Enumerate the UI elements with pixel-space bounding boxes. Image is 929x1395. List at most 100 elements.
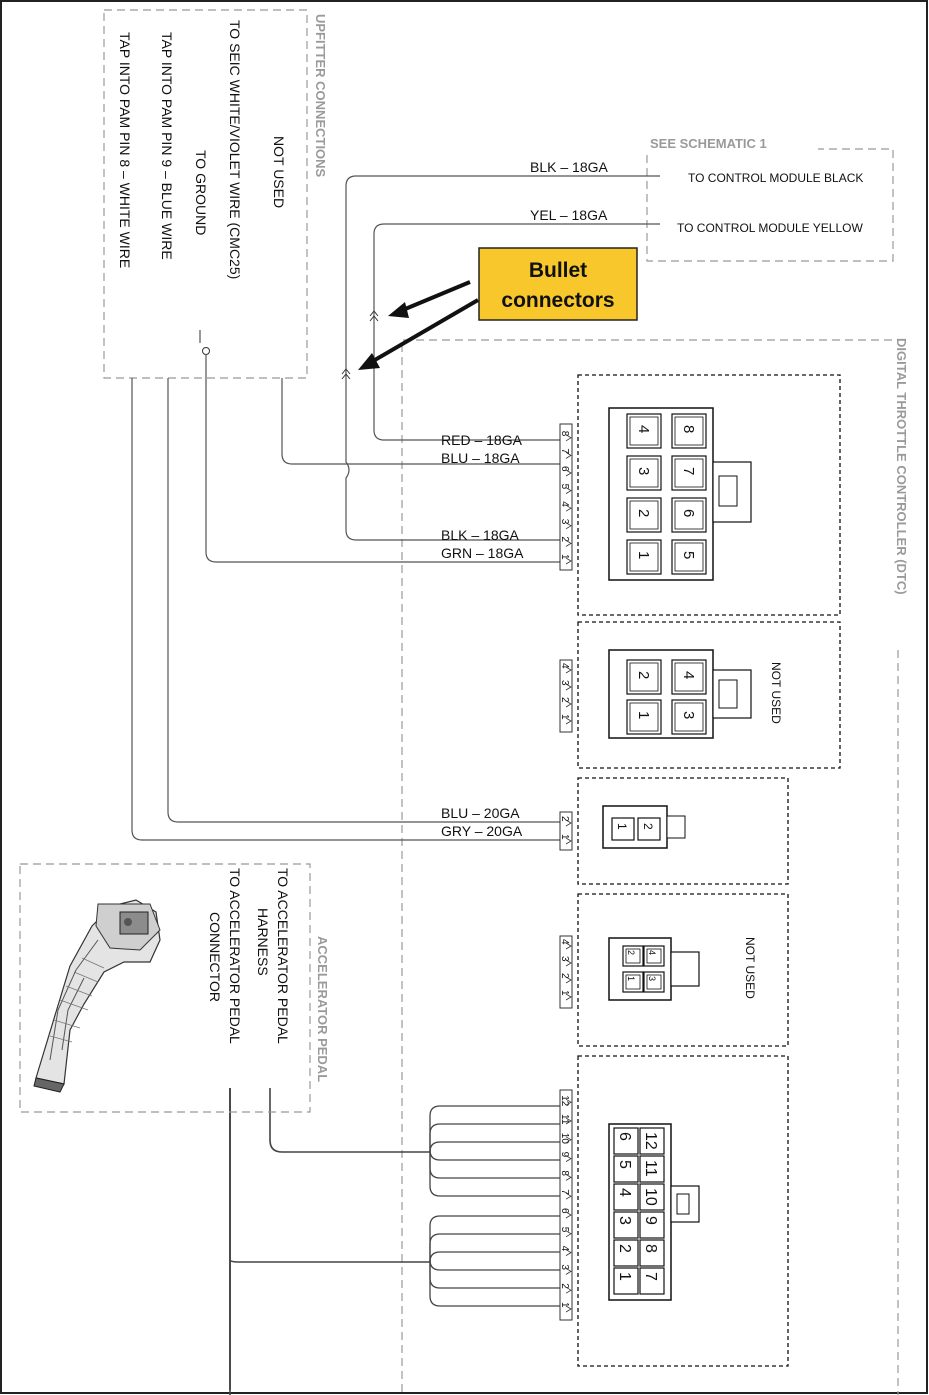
harness-wire [429,1123,560,1152]
connector-8pin-pin-label: 5 [559,484,570,490]
upfitter-item-seic: TO SEIC WHITE/VIOLET WIRE (CMC25) [227,20,243,279]
accelerator-harness-wires [229,1088,560,1390]
connector-12pin-cell-number: 6 [616,1132,633,1141]
svg-text:UPFITTER CONNECTIONS: UPFITTER CONNECTIONS [313,14,328,178]
harness-wire [429,1152,560,1179]
connector-12pin-cell [613,1239,639,1267]
connector-4pin-b-cell [643,945,665,967]
connector-4pin-b-cell-number: 4 [647,950,657,955]
connector-8pin-pin-label: 6 [559,466,570,472]
connector-4pin-a-cell-number: 1 [635,711,652,719]
connector-8pin-cell [626,413,662,449]
connector-4pin-a-cell [671,659,707,695]
connector-2pin-cell-number: 1 [615,823,629,830]
harness-wire [429,1105,560,1152]
connector-2pin-box [577,777,789,885]
connector-12pin-pin-label: 4 [559,1246,570,1252]
connector-12pin-pin-label: 8 [559,1170,570,1176]
connector-8pin-cell-number: 2 [635,509,652,517]
connector-12pin-cell [639,1267,665,1295]
connector-12pin-pin-label: 7 [559,1189,570,1195]
accelerator-pedal-illustration [33,899,161,1093]
harness-wire [429,1149,560,1161]
pedal-harness-label: TO ACCELERATOR PEDAL HARNESS [255,868,291,1044]
upfitter-item-ground: TO GROUND [193,150,209,235]
wire-grn [205,354,560,563]
connector-4pin-b-cell-number: 1 [626,976,636,981]
connector-12pin-cell-number: 3 [616,1216,633,1225]
connector-8pin-cell-number: 5 [680,551,697,559]
bullet-connector-2 [341,368,351,380]
connector-8pin-pin-label: 2 [559,536,570,542]
connector-8pin-cell [671,413,707,449]
ground-symbol [199,330,210,355]
connector-2pin-cell-number: 2 [641,823,655,830]
wire-label-gry-20: GRY – 20GA [441,823,523,839]
connector-4pin-a-cell-number: 3 [680,711,697,719]
svg-text:TO ACCELERATOR PEDAL: TO ACCELERATOR PEDAL [275,868,291,1044]
connector-4pin-b-pin-label: 1 [559,990,570,996]
wire-blk [345,175,660,541]
connector-8pin-pin-label: 4 [559,501,570,507]
accelerator-pedal-box [19,863,311,1113]
connector-12pin-cell [613,1155,639,1183]
connector-12pin-pin-label: 9 [559,1152,570,1158]
bullet-connectors-callout: Bullet connectors [358,247,638,370]
connector-8pin-pin-label: 1 [559,554,570,560]
connector-4pin-b-pin-label: 3 [559,956,570,962]
connector-2pin-pin-label: 2 [559,816,570,822]
connector-12pin-cell-number: 12 [642,1132,659,1150]
connector-12pin-cell-number: 1 [616,1272,633,1281]
schematic-black-label: TO CONTROL MODULE BLACK [688,171,863,185]
connector-12pin-cell [613,1211,639,1239]
wire-pedal-connector [229,1259,430,1263]
dtc-title: DIGITAL THROTTLE CONTROLLER (DTC) [894,338,909,595]
connector-wire [429,1262,560,1307]
connector-4pin-a-pin-label: 4 [559,663,570,669]
connector-4pin-a-not-used: NOT USED [769,662,783,724]
connector-8pin-pin-label: 7 [559,448,570,454]
connector-12pin-pin-label: 12 [559,1095,570,1107]
connector-12pin-cell [639,1155,665,1183]
connector-12pin-cell-number: 4 [616,1188,633,1197]
schematic-title: SEE SCHEMATIC 1 [650,136,767,151]
wire-label-grn: GRN – 18GA [441,545,524,561]
connector-12pin-cell-number: 10 [642,1188,659,1206]
connector-12pin-box [577,1055,789,1367]
bullet-connector-1 [369,310,379,322]
upfitter-item-pam9: TAP INTO PAM PIN 9 – BLUE WIRE [159,32,175,260]
connector-8pin-pinstrip [559,423,573,571]
connector-12pin-cell-number: 9 [642,1216,659,1225]
connector-8pin-cell-number: 8 [680,425,697,433]
connector-4pin-a-pin-label: 2 [559,697,570,703]
svg-text:Bullet: Bullet [529,259,587,282]
connector-8pin-cell [671,455,707,491]
connector-12pin-cell [639,1211,665,1239]
connector-4pin-b-box [577,893,789,1047]
upfitter-item-not-used: NOT USED [271,136,287,208]
connector-8pin-cell [626,455,662,491]
connector-12pin-cell [639,1239,665,1267]
pedal-connector-label: TO ACCELERATOR PEDAL CONNECTOR [207,868,243,1044]
connector-4pin-a-cell-number: 4 [680,671,697,679]
connector-8pin-cell [671,539,707,575]
connector-8pin-cell-number: 3 [635,467,652,475]
harness-wire [429,1152,560,1197]
connector-4pin-b-pin-label: 4 [559,939,570,945]
harness-wire [429,1141,560,1153]
connector-12pin-cell [639,1127,665,1155]
connector-8pin-box [577,374,841,616]
svg-text:DIGITAL THROTTLE CONTROLLER (D: DIGITAL THROTTLE CONTROLLER (DTC) [894,338,909,595]
connector-wire [429,1233,560,1262]
connector-8pin-cell-number: 6 [680,509,697,517]
svg-text:ACCELERATOR PEDAL: ACCELERATOR PEDAL [315,936,330,1082]
connector-4pin-b-cell-number: 3 [647,976,657,981]
connector-4pin-b-not-used: NOT USED [743,937,757,999]
svg-text:HARNESS: HARNESS [255,908,271,976]
schematic-box [646,148,894,262]
connector-2pin-pin-label: 1 [559,834,570,840]
connector-4pin-a-cell-number: 2 [635,671,652,679]
svg-text:connectors: connectors [501,289,614,312]
